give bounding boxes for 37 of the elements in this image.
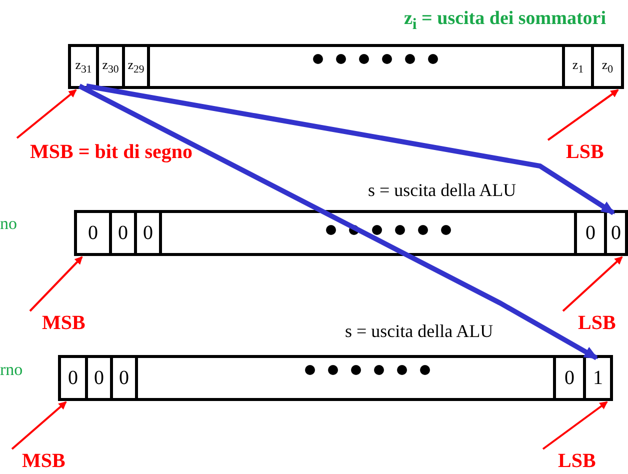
bit-cell: z$_{29}$ — [125, 47, 150, 86]
arrow — [78, 84, 598, 360]
register-caption: s = uscita della ALU — [368, 180, 516, 201]
bit-cell: 1 — [583, 358, 610, 398]
register-label: LSB — [563, 311, 625, 335]
register-label: MSB — [30, 311, 98, 335]
bit-cell: 0 — [137, 213, 162, 253]
section-heading: z$_{i}$ = uscita dei sommatori — [404, 8, 606, 34]
bit-cell: 0 — [77, 213, 112, 253]
register-box — [58, 355, 613, 401]
bit-cell: 0 — [112, 213, 137, 253]
register-box — [74, 210, 628, 256]
bit-cell: 0 — [553, 358, 583, 398]
leader-arrow — [562, 256, 623, 312]
register-label: MSB — [12, 449, 78, 473]
bit-cell: 0 — [574, 213, 604, 253]
cut-off-text: rno — [0, 360, 23, 380]
register-caption: s = uscita della ALU — [345, 321, 494, 342]
bit-cell: z$_{31}$ — [71, 47, 99, 86]
cut-off-text: no — [0, 214, 17, 234]
bit-cell: 0 — [604, 213, 625, 253]
register-label: LSB — [543, 449, 607, 473]
leader-arrow — [542, 401, 608, 450]
register-label: MSB = bit di segno — [17, 138, 232, 164]
arrow — [86, 84, 616, 216]
leader-arrow — [11, 401, 67, 450]
leader-arrow — [547, 89, 619, 141]
bit-cell: z$_{30}$ — [99, 47, 125, 86]
bit-cell: 0 — [61, 358, 88, 398]
leader-arrow — [29, 256, 83, 312]
bit-cell: z$_{0}$ — [591, 47, 621, 86]
register-box — [68, 44, 624, 89]
bit-cell: 0 — [113, 358, 138, 398]
leader-arrow — [16, 89, 77, 139]
bit-cell: 0 — [88, 358, 113, 398]
register-label: LSB — [548, 140, 618, 164]
bit-cell: z$_{1}$ — [562, 47, 591, 86]
